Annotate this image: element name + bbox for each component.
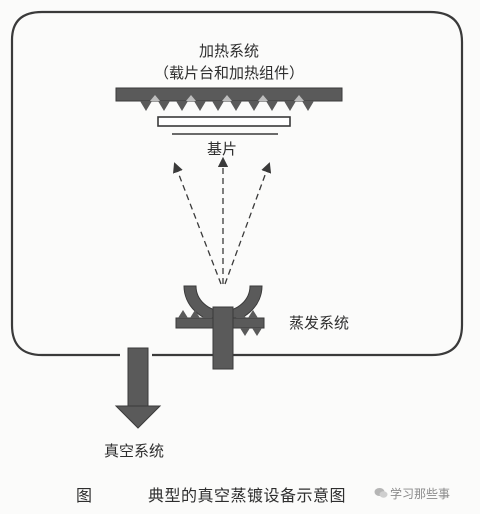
heater-teeth (140, 101, 314, 111)
vacuum-pump-arrow (114, 347, 162, 429)
heater-sublabel: （载片台和加热组件） (154, 64, 304, 82)
wechat-icon (374, 488, 388, 498)
substrate-label: 基片 (207, 140, 237, 158)
evaporation-label: 蒸发系统 (289, 314, 349, 332)
substrate (157, 116, 291, 127)
vacuum-label: 真空系统 (104, 442, 164, 460)
source-stem (212, 306, 234, 370)
watermark: 学习那些事 (374, 485, 450, 502)
figure-number-label: 图 (76, 486, 93, 505)
figure-title: 典型的真空蒸镀设备示意图 (148, 486, 347, 505)
evaporation-source (175, 285, 265, 370)
heater-label: 加热系统 (199, 42, 259, 60)
heater-assembly (115, 87, 343, 111)
evaporation-flux (173, 156, 272, 285)
flux-arrow-left (173, 162, 222, 285)
watermark-text: 学习那些事 (390, 487, 451, 501)
flux-arrow-right (224, 162, 272, 285)
chamber-wall (10, 10, 464, 357)
figure-caption: 图 典型的真空蒸镀设备示意图 学习那些事 (0, 480, 480, 510)
pump-arrowhead (114, 405, 162, 429)
pump-pipe (127, 347, 149, 409)
heater-texture (150, 95, 304, 101)
source-heater-teeth (178, 310, 262, 336)
